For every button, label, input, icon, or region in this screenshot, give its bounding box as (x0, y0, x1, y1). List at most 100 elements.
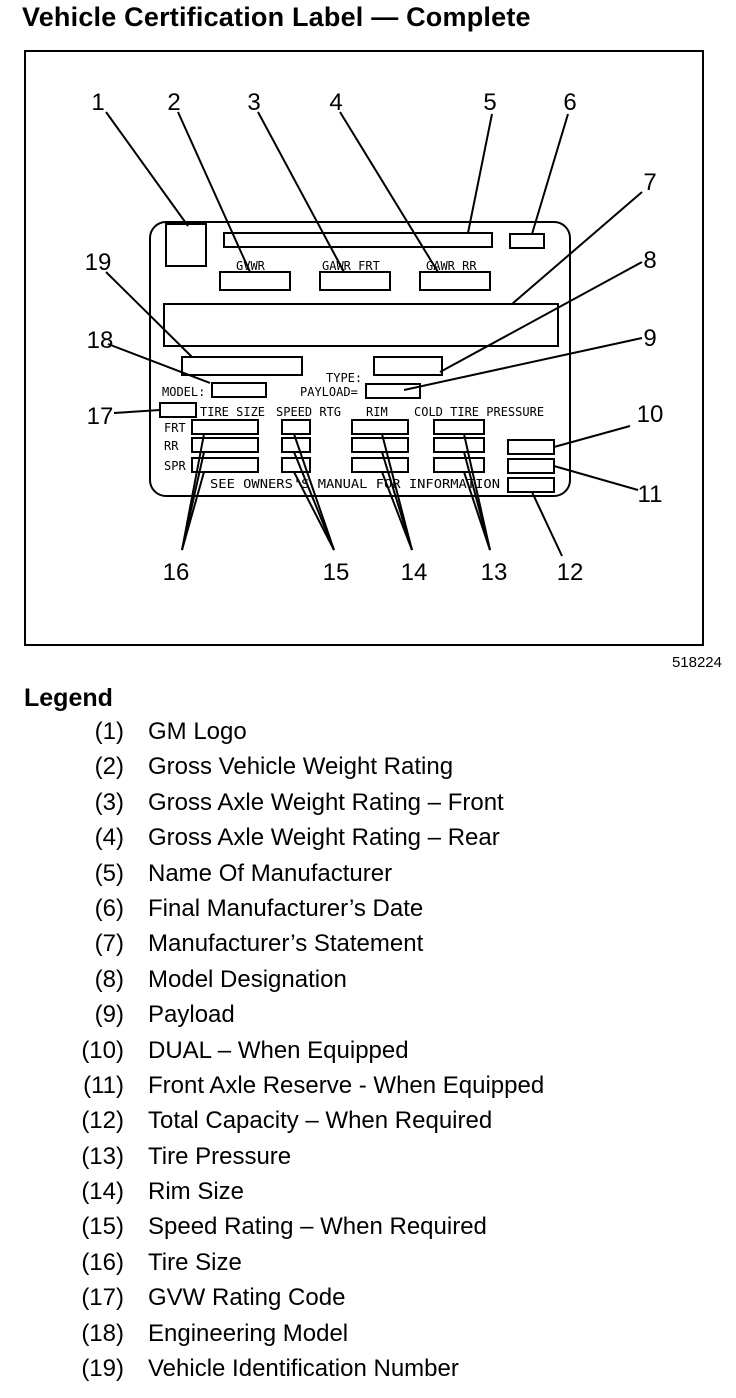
payload-box (365, 383, 421, 399)
legend-item-text: Total Capacity – When Required (148, 1107, 493, 1135)
callout-18: 18 (87, 327, 114, 354)
legend-item-number: (18) (81, 1319, 124, 1347)
diagram-svg: GVWR GAWR FRT GAWR RR TYPE: MODEL: PAYLO… (24, 50, 704, 646)
legend-item: (12) Total Capacity – When Required (0, 1107, 736, 1142)
legend-item-text: Gross Axle Weight Rating – Front (148, 788, 504, 816)
model-designation-box (373, 356, 443, 376)
legend-item-number: (19) (81, 1355, 124, 1383)
legend-item-text: Model Designation (148, 965, 347, 993)
callout-2: 2 (167, 89, 180, 116)
dual-box (507, 439, 555, 455)
type-text: TYPE: (326, 371, 362, 385)
manufacturer-name-box (223, 232, 493, 248)
legend-item-text: Final Manufacturer’s Date (148, 894, 424, 922)
tire-size-text: TIRE SIZE (200, 405, 265, 419)
legend-item-text: Tire Size (148, 1248, 242, 1276)
legend-item: (11)Front Axle Reserve - When Equipped (0, 1072, 736, 1107)
legend-item-number: (11) (83, 1071, 124, 1099)
legend-item: (18) Engineering Model (0, 1320, 736, 1355)
legend-item-number: (1) (94, 718, 124, 745)
legend-item: (17)GVW Rating Code (0, 1284, 736, 1319)
legend-title: Legend (24, 684, 113, 712)
callout-3: 3 (247, 89, 260, 116)
callout-19: 19 (85, 249, 112, 276)
leader-lines (105, 111, 643, 557)
legend-item-text: Gross Vehicle Weight Rating (148, 753, 454, 781)
legend-item: (14) Rim Size (0, 1178, 736, 1213)
legend-item: (10) DUAL – When Equipped (0, 1037, 736, 1072)
frt-text: FRT (164, 421, 186, 435)
total-capacity-box (507, 477, 555, 493)
legend-item-text: Tire Pressure (148, 1142, 292, 1170)
vin-box (181, 356, 303, 376)
legend-item-text: Rim Size (148, 1178, 245, 1206)
legend-item: (1) GM Logo (0, 718, 736, 753)
legend-item: (13) Tire Pressure (0, 1143, 736, 1178)
legend-item-number: (5) (94, 859, 124, 887)
callout-9: 9 (643, 325, 656, 352)
legend-item-number: (17) (81, 1284, 124, 1312)
callout-12: 12 (557, 559, 584, 586)
legend-item-number: (4) (94, 824, 124, 852)
legend-item-number: (9) (94, 1001, 124, 1029)
page-title: Vehicle Certification Label — Complete (22, 2, 531, 32)
engineering-model-box (211, 382, 267, 398)
callout-16: 16 (163, 559, 190, 586)
legend-item: (19)Vehicle Identification Number (0, 1355, 736, 1390)
legend-item-number: (8) (94, 965, 124, 993)
callout-17: 17 (87, 403, 114, 430)
legend-item: (4) Gross Axle Weight Rating – Rear (0, 824, 736, 859)
legend-item-text: Gross Axle Weight Rating – Rear (148, 824, 500, 852)
legend-item-text: DUAL – When Equipped (148, 1036, 409, 1064)
legend-item-text: Manufacturer’s Statement (148, 930, 424, 958)
legend-item-number: (10) (81, 1036, 124, 1064)
front-axle-reserve-box (507, 458, 555, 474)
callout-1: 1 (91, 89, 104, 116)
legend-item: (9) Payload (0, 1001, 736, 1036)
legend-item-number: (7) (94, 930, 124, 958)
legend-item-number: (6) (94, 894, 124, 922)
final-date-box (509, 233, 545, 249)
gvw-code-box (159, 402, 197, 418)
legend-item-text: Engineering Model (148, 1319, 349, 1347)
legend-item-number: (14) (81, 1178, 124, 1206)
certification-label-diagram: GVWR GAWR FRT GAWR RR TYPE: MODEL: PAYLO… (24, 50, 704, 646)
legend-item-number: (12) (81, 1107, 124, 1135)
callout-10: 10 (637, 401, 664, 428)
gvwr-box (219, 271, 291, 291)
legend-item-text: GM Logo (148, 718, 247, 745)
speed-rtg-text: SPEED RTG (276, 405, 341, 419)
spr-text: SPR (164, 459, 186, 473)
legend-item: (7) Manufacturer’s Statement (0, 930, 736, 965)
gawr-frt-box (319, 271, 391, 291)
model-text: MODEL: (162, 385, 205, 399)
callout-8: 8 (643, 247, 656, 274)
manufacturer-statement-box (163, 303, 559, 347)
callout-7: 7 (643, 169, 656, 196)
gvwr-text: GVWR (236, 259, 266, 273)
legend-item-text: Speed Rating – When Required (148, 1213, 487, 1241)
tire-size-boxes (191, 419, 259, 473)
rim-text: RIM (366, 405, 388, 419)
gawr-rr-box (419, 271, 491, 291)
callout-6: 6 (563, 89, 576, 116)
legend-item: (2)Gross Vehicle Weight Rating (0, 753, 736, 788)
tire-pressure-boxes (433, 419, 485, 473)
legend-item: (6) Final Manufacturer’s Date (0, 895, 736, 930)
gm-logo-box (165, 223, 207, 267)
legend-item-number: (13) (81, 1142, 124, 1170)
diagram-frame (24, 50, 704, 646)
callout-13: 13 (481, 559, 508, 586)
callout-11: 11 (638, 481, 663, 508)
legend-item: (16) Tire Size (0, 1249, 736, 1284)
legend-item-text: Payload (148, 1001, 235, 1029)
legend-list: (1) GM Logo (2)Gross Vehicle Weight Rating… (0, 718, 736, 1390)
see-manual-text: SEE OWNERS'S MANUAL FOR INFORMATION (210, 477, 500, 491)
legend-item-number: (16) (81, 1248, 124, 1276)
gawr-rr-text: GAWR RR (426, 259, 477, 273)
legend-item-text: Name Of Manufacturer (148, 859, 393, 887)
legend-item-number: (15) (81, 1213, 124, 1241)
legend-item: (3)Gross Axle Weight Rating – Front (0, 789, 736, 824)
callout-14: 14 (401, 559, 428, 586)
speed-rating-boxes (281, 419, 311, 473)
